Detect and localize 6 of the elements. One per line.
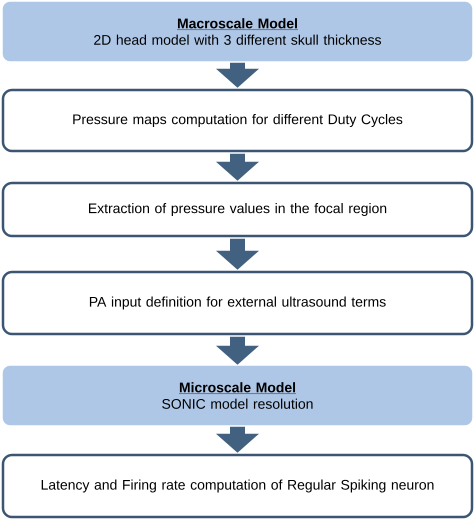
process-box: PA input definition for external ultrasound terms <box>2 270 474 336</box>
process-box: Extraction of pressure values in the focal region <box>2 182 474 238</box>
process-box: Latency and Firing rate computation of Regular Spiking neuron <box>2 454 474 518</box>
process-box: Pressure maps computation for different Duty Cycles <box>2 88 474 152</box>
heading-box: Macroscale Model 2D head model with 3 different skull thickness <box>2 2 472 62</box>
heading-box: Microscale Model SONIC model resolution <box>2 366 472 426</box>
